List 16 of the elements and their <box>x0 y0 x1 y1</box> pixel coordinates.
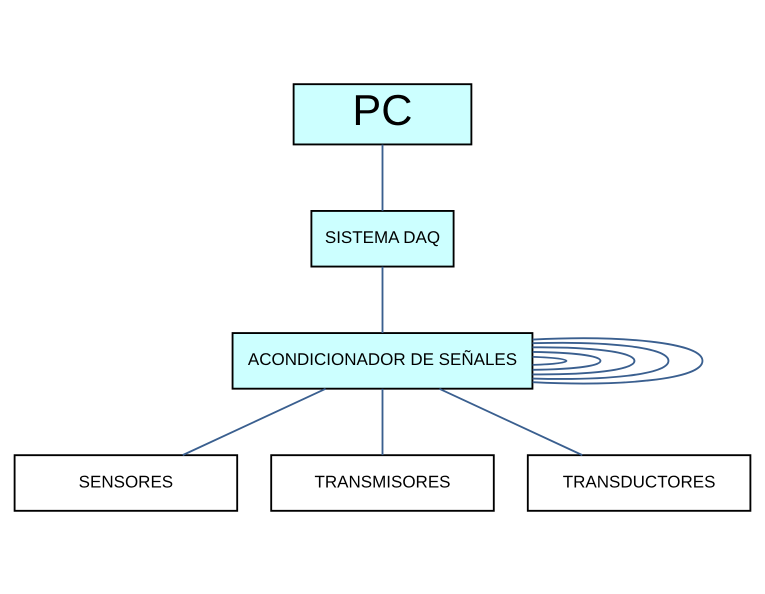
node-box: TRANSDUCTORES <box>526 454 752 512</box>
connector <box>532 355 568 366</box>
connector <box>532 341 670 380</box>
connector <box>532 350 602 370</box>
connector <box>182 388 326 456</box>
connector <box>439 388 583 456</box>
node-box: ACONDICIONADOR DE SEÑALES <box>232 332 534 390</box>
node-box: SISTEMA DAQ <box>310 210 455 268</box>
connector <box>382 266 384 332</box>
connector <box>532 336 704 384</box>
node-box: PC <box>292 82 472 145</box>
connector <box>382 388 384 455</box>
node-box: TRANSMISORES <box>270 454 495 512</box>
node-box: SENSORES <box>14 454 238 512</box>
connector <box>382 144 384 210</box>
connector <box>532 346 636 375</box>
